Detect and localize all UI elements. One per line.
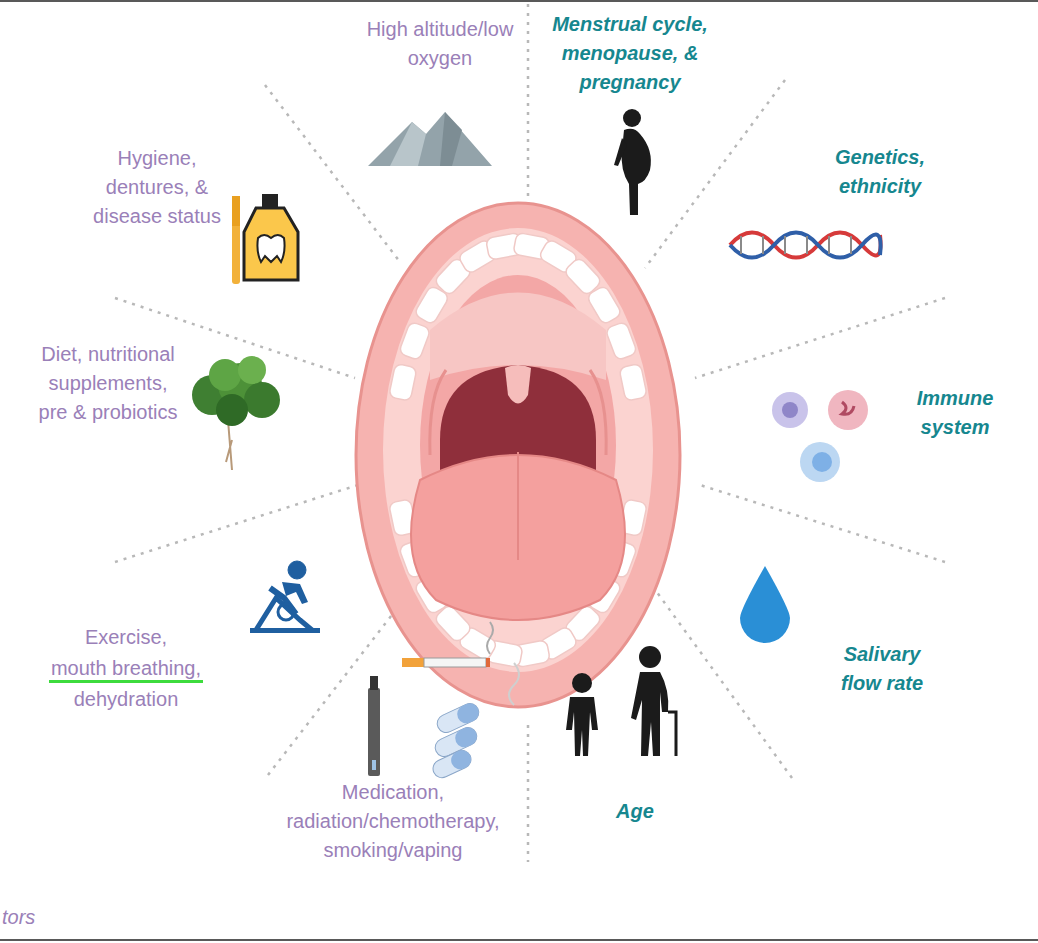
hygiene-icon <box>232 194 298 284</box>
dna-icon <box>730 233 881 258</box>
immune-cells-icon <box>772 390 868 482</box>
exercise-bike-icon <box>250 561 320 633</box>
caption-fragment: tors <box>2 903 50 932</box>
droplet-icon <box>740 566 790 643</box>
tooth <box>389 363 417 401</box>
lettuce-icon <box>192 356 280 470</box>
factor-label: High altitude/low oxygen <box>365 15 515 73</box>
open-mouth <box>356 203 680 707</box>
factor-label: Salivary flow rate <box>827 640 937 698</box>
tooth <box>619 363 647 401</box>
factor-label: Age <box>595 797 675 826</box>
factor-label: Menstrual cycle, menopause, & pregnancy <box>543 10 718 97</box>
age-icon <box>566 646 676 756</box>
factor-label: Immune system <box>905 384 1005 442</box>
factor-label: Hygiene, dentures, & disease status <box>75 144 240 231</box>
tooth <box>605 321 638 361</box>
factor-label-line: dehydration <box>26 685 226 714</box>
mountain-icon <box>368 112 492 166</box>
radial-dividers <box>115 4 945 862</box>
frame-line <box>0 939 1038 941</box>
tooth <box>398 321 431 361</box>
factor-label: Medication, radiation/chemotherapy, smok… <box>258 778 528 865</box>
highlight-underline <box>49 680 203 683</box>
smoking-medication-icon <box>368 622 493 781</box>
factor-label-line: mouth breathing, <box>26 654 226 683</box>
pregnant-woman-icon <box>614 109 651 215</box>
factor-label: Genetics, ethnicity <box>820 143 940 201</box>
frame-line <box>0 0 1038 2</box>
factor-label: Diet, nutritional supplements, pre & pro… <box>38 340 178 427</box>
factor-label-line: Exercise, <box>26 623 226 652</box>
